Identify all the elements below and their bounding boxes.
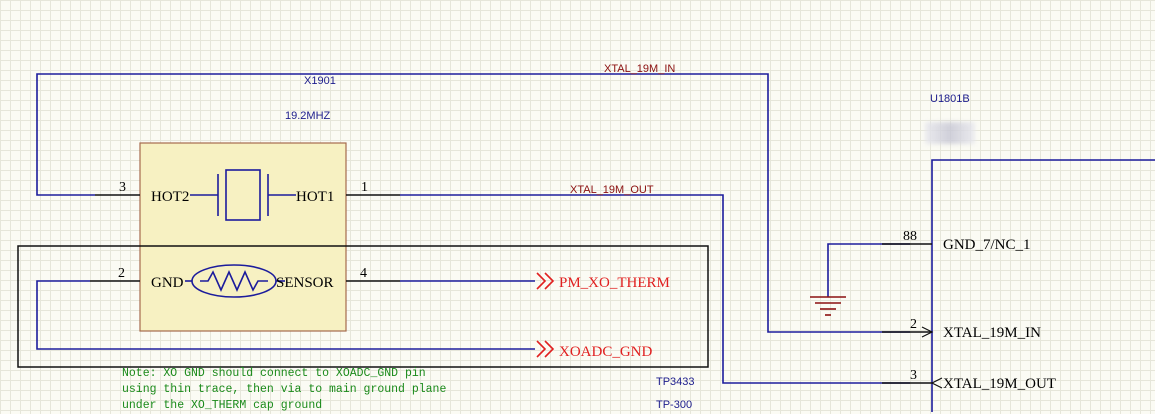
port-xoadc-gnd[interactable]: XOADC_GND — [559, 344, 653, 360]
ic-designator: U1801B — [930, 93, 970, 105]
input-pin-icon — [921, 326, 934, 338]
pin-number-hot2: 3 — [119, 180, 126, 195]
ic-pin-name-xtal-in: XTAL_19M_IN — [943, 325, 1041, 341]
ic-pin-number-88: 88 — [903, 229, 917, 244]
thermistor-symbol — [185, 264, 285, 298]
port-arrows — [536, 272, 555, 358]
pin-name-hot2: HOT2 — [151, 189, 189, 205]
wire-xtal-in — [36, 73, 910, 333]
net-label-xtal-out: XTAL_19M_OUT — [570, 184, 654, 196]
ic-pin-name-xtal-out: XTAL_19M_OUT — [943, 376, 1056, 392]
pin-number-hot1: 1 — [361, 180, 368, 195]
design-note: Note: XO GND should connect to XOADC_GND… — [122, 367, 447, 412]
ic-pin-number-3: 3 — [910, 368, 917, 383]
test-point-tp3433: TP3433 — [656, 376, 695, 388]
pin-name-hot1: HOT1 — [296, 189, 334, 205]
redacted-label — [925, 122, 975, 144]
wire-xoadc-gnd — [36, 280, 535, 350]
ground-icon — [810, 296, 846, 316]
port-arrow-icon — [536, 340, 547, 358]
wire-gnd-88 — [827, 243, 910, 297]
crystal-value: 19.2MHZ — [285, 110, 331, 122]
pin-stubs — [90, 194, 932, 384]
xo-region-outline — [17, 245, 709, 368]
test-point-tp300: TP-300 — [656, 399, 692, 411]
crystal-symbol — [190, 169, 296, 221]
ic-pin-name-gnd: GND_7/NC_1 — [943, 237, 1031, 253]
ic-pin-number-2: 2 — [910, 317, 917, 332]
port-pm-xo-therm[interactable]: PM_XO_THERM — [559, 275, 670, 291]
wires — [36, 73, 1155, 412]
pin-markers — [921, 326, 943, 389]
pin-name-sensor: SENSOR — [276, 275, 334, 291]
port-arrow-icon — [544, 340, 555, 358]
port-arrow-icon — [536, 272, 547, 290]
pin-number-gnd: 2 — [118, 266, 125, 281]
port-arrow-icon — [544, 272, 555, 290]
pin-number-sensor: 4 — [360, 266, 367, 281]
net-label-xtal-in: XTAL_19M_IN — [604, 63, 675, 75]
crystal-designator: X1901 — [304, 75, 336, 87]
pin-name-gnd: GND — [151, 275, 184, 291]
crystal-body[interactable] — [139, 142, 347, 332]
output-pin-icon — [930, 377, 943, 389]
wire-xtal-out — [400, 194, 910, 384]
